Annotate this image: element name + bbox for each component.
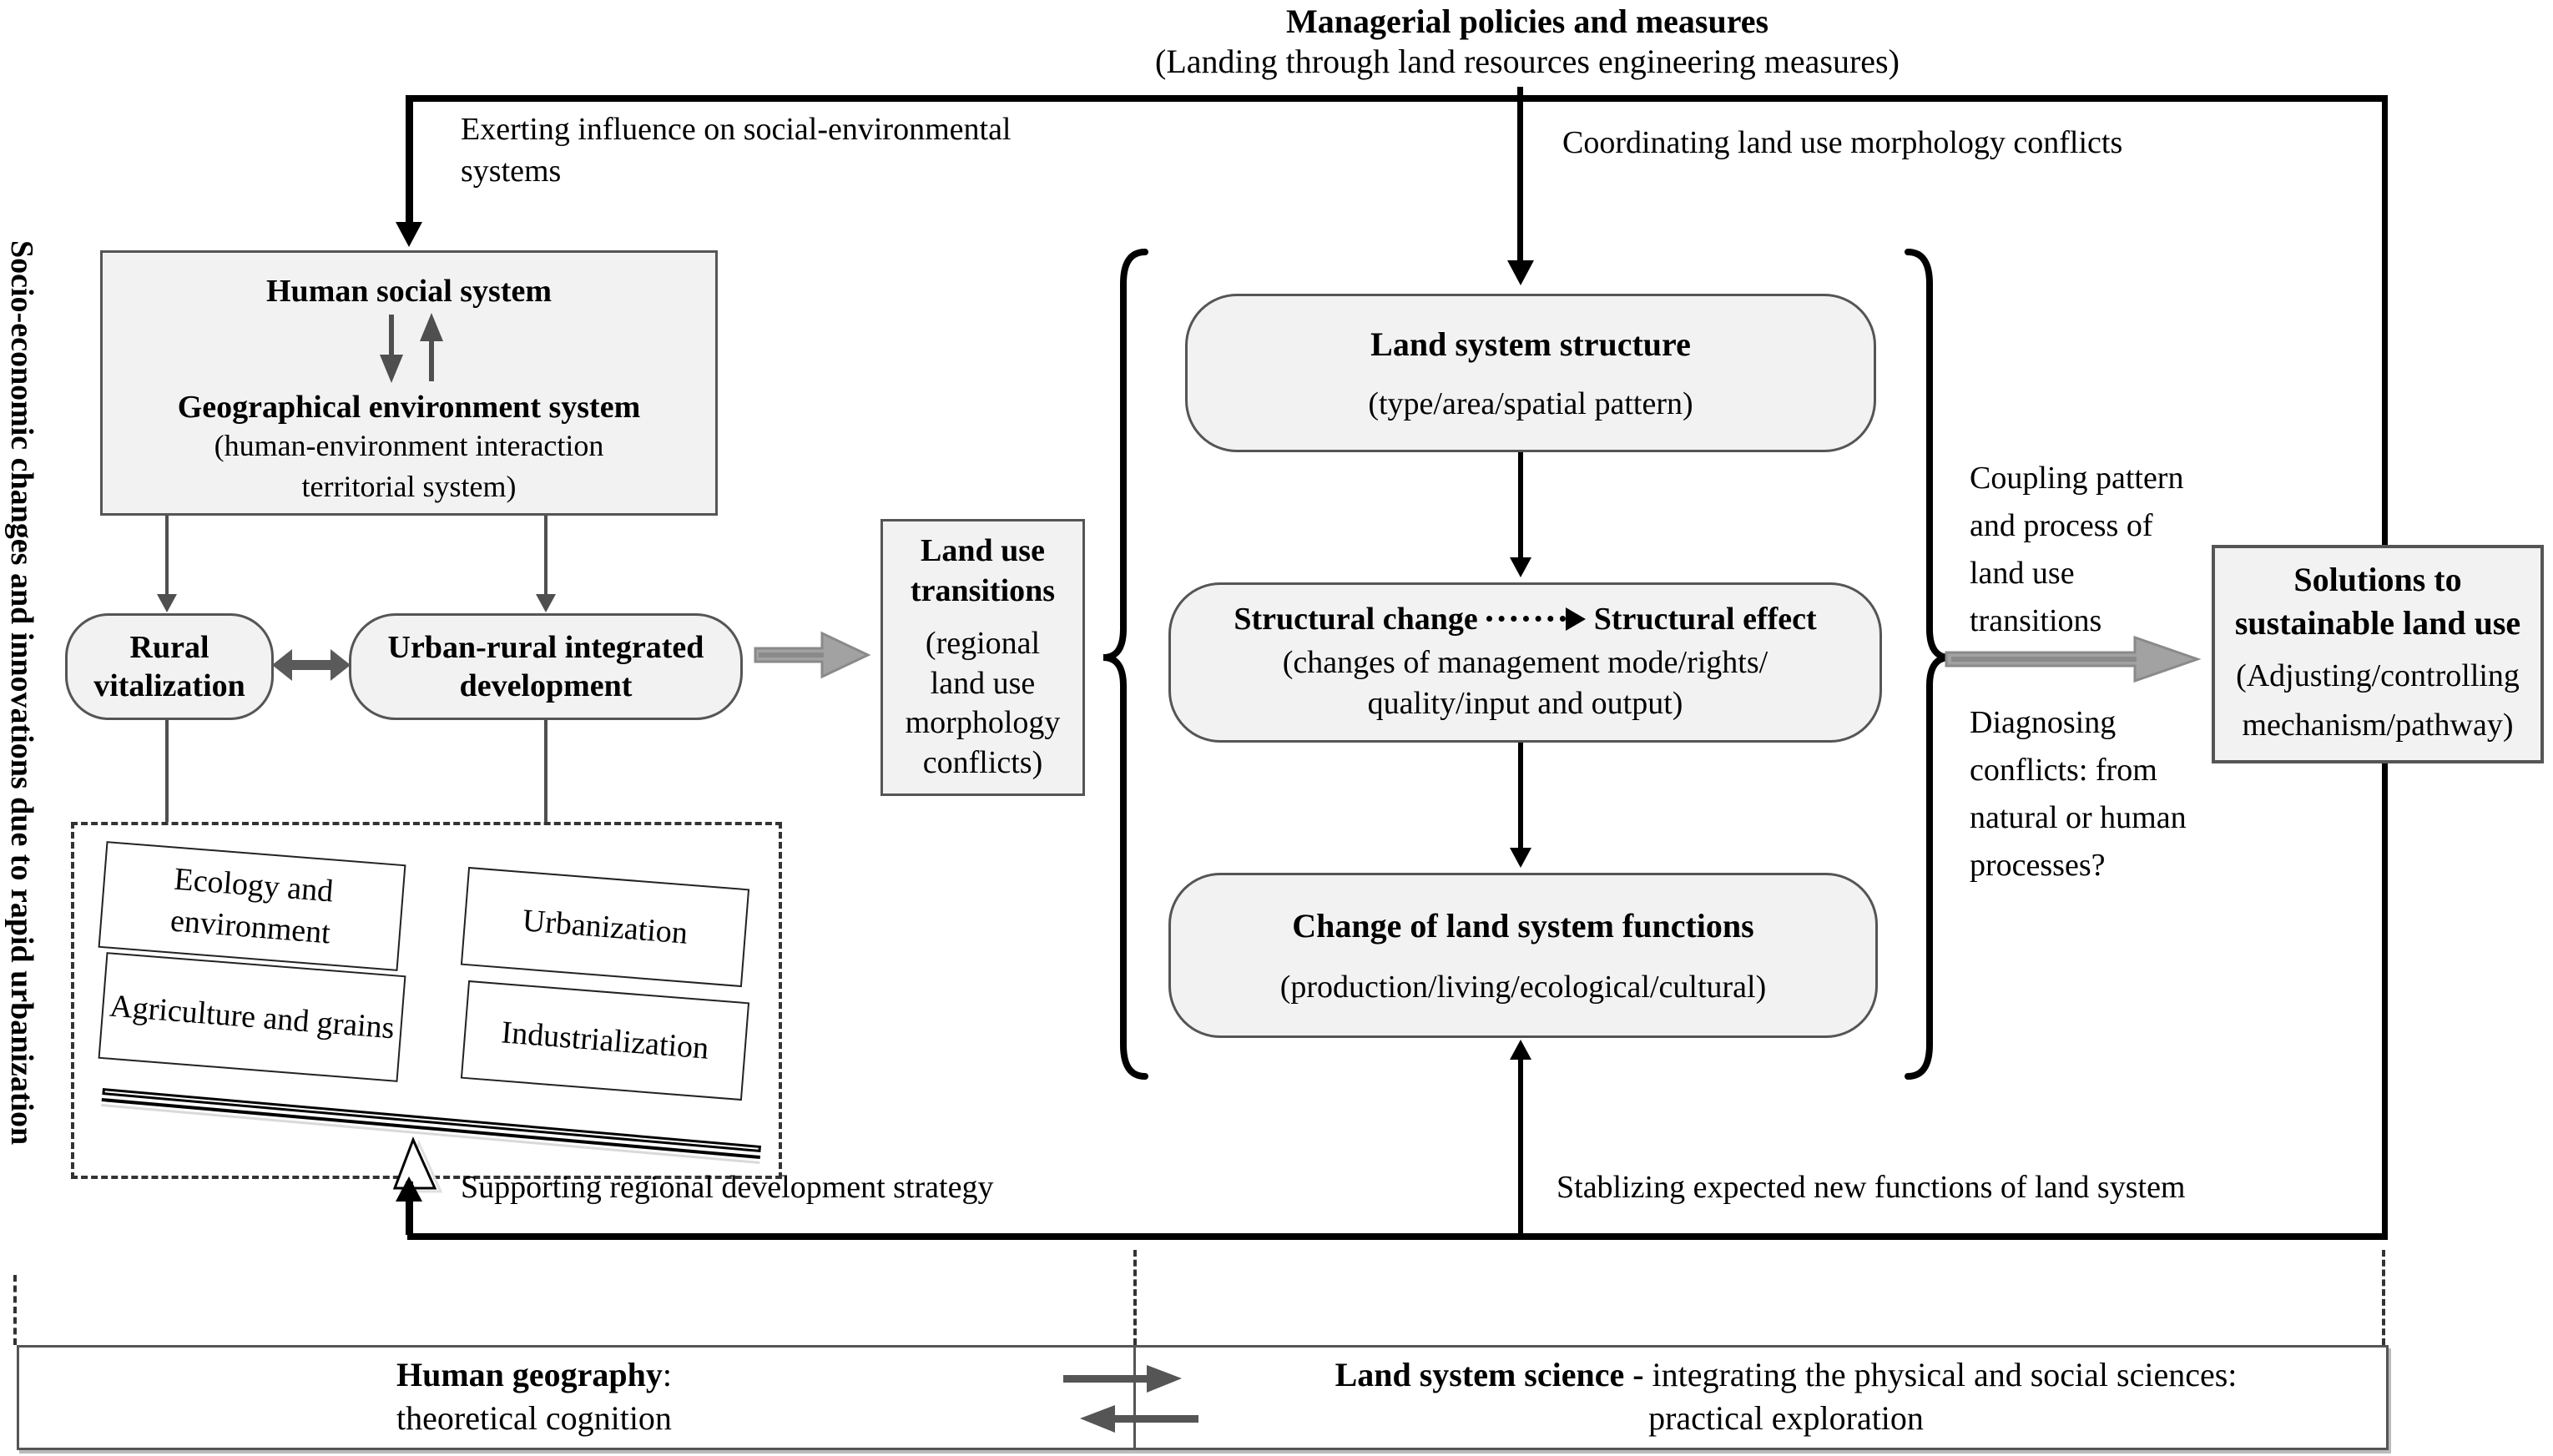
thick-arrow-to-solutions-icon	[1945, 635, 2202, 683]
structural-change-box: Structural change Structural effect (cha…	[1168, 582, 1882, 743]
lut-note-line4: conflicts)	[922, 744, 1043, 780]
lut-title-line1: Land use	[921, 533, 1045, 568]
rural-box-line2: vitalization	[93, 668, 245, 703]
urban-rural-box: Urban-rural integrated development	[349, 613, 743, 720]
connector-urban-panel	[544, 720, 547, 822]
support-arrow-head-icon	[396, 1176, 422, 1202]
left-brace-icon	[1102, 249, 1148, 1080]
diagnosing-line1: Diagnosing	[1970, 705, 2117, 740]
solutions-title-line1: Solutions to	[2293, 561, 2462, 599]
lut-note-line1: (regional	[925, 626, 1041, 661]
coordinate-arrow-head-icon	[1507, 260, 1534, 285]
connector-rural-panel	[165, 720, 169, 822]
functions-box: Change of land system functions (product…	[1168, 873, 1878, 1038]
change-note-line2: quality/input and output)	[1367, 686, 1683, 721]
exert-label: Exerting influence on social-environment…	[461, 108, 1012, 192]
human-system-subtitle: Geographical environment system	[177, 390, 641, 425]
solutions-note-line2: mechanism/pathway)	[2242, 708, 2514, 743]
coordinate-label: Coordinating land use morphology conflic…	[1562, 125, 2123, 160]
diagnosing-line3: natural or human	[1970, 800, 2187, 835]
left-margin-label: Socio-economic changes and innovations d…	[0, 134, 43, 1252]
urban-box-line1: Urban-rural integrated	[387, 629, 704, 665]
structure-note: (type/area/spatial pattern)	[1368, 385, 1693, 421]
stabilize-arrow-head-icon	[1510, 1040, 1531, 1060]
footer-right-line2: practical exploration	[1648, 1399, 1924, 1437]
diagnosing-note: Diagnosing conflicts: from natural or hu…	[1970, 699, 2187, 889]
land-use-transitions-box: Land use transitions (regional land use …	[880, 519, 1085, 796]
top-policy-line	[407, 95, 2388, 102]
coupling-line3: land use	[1970, 556, 2075, 591]
footer-left-line2: theoretical cognition	[396, 1399, 672, 1437]
lut-note-line3: morphology	[905, 705, 1061, 740]
footer-left-colon: :	[662, 1356, 673, 1393]
coupling-line1: Coupling pattern	[1970, 461, 2184, 496]
bottom-support-line	[407, 1233, 2388, 1240]
dashed-guide-left	[13, 1275, 17, 1345]
connector-rural-shaft	[165, 516, 169, 596]
connector-urban-shaft	[544, 516, 547, 596]
connector-urban-head-icon	[536, 594, 556, 612]
change-note-line1: (changes of management mode/rights/	[1282, 644, 1768, 680]
exert-arrow-shaft	[406, 95, 413, 225]
dotted-arrow-icon	[1486, 607, 1586, 631]
human-system-note: (human-environment interaction territori…	[103, 426, 715, 506]
footer-right-cell: Land system science - integrating the ph…	[1202, 1353, 2370, 1440]
flow-arrow-1-head-icon	[1510, 557, 1531, 577]
structural-change-label: Structural change	[1234, 601, 1478, 637]
thick-arrow-to-transitions-icon	[754, 631, 870, 679]
lut-title-line2: transitions	[910, 572, 1056, 608]
top-banner-subtitle: (Landing through land resources engineer…	[1155, 43, 1900, 80]
top-banner-title: Managerial policies and measures	[1285, 3, 1769, 40]
rural-box-line1: Rural	[129, 629, 209, 665]
structure-title: Land system structure	[1370, 325, 1691, 363]
exert-label-line2: systems	[461, 154, 562, 189]
exert-label-line1: Exerting influence on social-environment…	[461, 112, 1012, 147]
footer-bar	[17, 1345, 2389, 1450]
coupling-note: Coupling pattern and process of land use…	[1970, 455, 2183, 645]
flow-arrow-1-shaft	[1518, 452, 1523, 561]
solutions-note-line1: (Adjusting/controlling	[2236, 658, 2520, 694]
rural-vitalization-box: Rural vitalization	[65, 613, 274, 720]
dashed-guide-right	[2382, 1250, 2385, 1345]
coordinate-arrow-shaft	[1517, 87, 1523, 262]
coupling-line2: and process of	[1970, 508, 2153, 543]
footer-right-bold: Land system science -	[1335, 1356, 1644, 1393]
left-margin-label-text: Socio-economic changes and innovations d…	[4, 239, 39, 1146]
functions-title: Change of land system functions	[1292, 906, 1754, 945]
footer-right-regular: integrating the physical and social scie…	[1643, 1356, 2238, 1393]
land-system-structure-box: Land system structure (type/area/spatial…	[1185, 294, 1876, 452]
solutions-box: Solutions to sustainable land use (Adjus…	[2212, 545, 2544, 763]
interaction-arrows-icon	[380, 313, 443, 383]
stabilize-label: Stablizing expected new functions of lan…	[1557, 1170, 2186, 1205]
footer-left-bold: Human geography	[396, 1356, 663, 1393]
structural-effect-label: Structural effect	[1593, 601, 1817, 637]
flow-arrow-2-shaft	[1518, 743, 1523, 851]
human-system-note-line1: (human-environment interaction	[214, 429, 604, 462]
support-arrow-shaft	[406, 1181, 413, 1235]
human-system-box: Human social system Geographical environ…	[100, 250, 718, 516]
coupling-line4: transitions	[1970, 603, 2102, 638]
connector-rural-head-icon	[157, 594, 177, 612]
footer-divider	[1133, 1345, 1136, 1450]
dashed-guide-middle	[1133, 1250, 1137, 1345]
double-arrow-icon	[272, 649, 351, 681]
support-label: Supporting regional development strategy	[461, 1170, 994, 1205]
exchange-arrows-icon	[1063, 1365, 1198, 1433]
human-system-title: Human social system	[266, 274, 552, 309]
lut-note-line2: land use	[930, 665, 1036, 701]
functions-note: (production/living/ecological/cultural)	[1279, 969, 1767, 1005]
solutions-title-line2: sustainable land use	[2234, 604, 2521, 642]
flow-arrow-2-head-icon	[1510, 848, 1531, 868]
human-system-note-line2: territorial system)	[301, 469, 517, 503]
footer-left-cell: Human geography: theoretical cognition	[17, 1353, 1052, 1440]
exert-arrow-head-icon	[396, 222, 422, 247]
urban-box-line2: development	[459, 668, 633, 703]
diagnosing-line2: conflicts: from	[1970, 753, 2157, 788]
stabilize-arrow-shaft	[1518, 1045, 1523, 1235]
diagnosing-line4: processes?	[1970, 848, 2106, 883]
